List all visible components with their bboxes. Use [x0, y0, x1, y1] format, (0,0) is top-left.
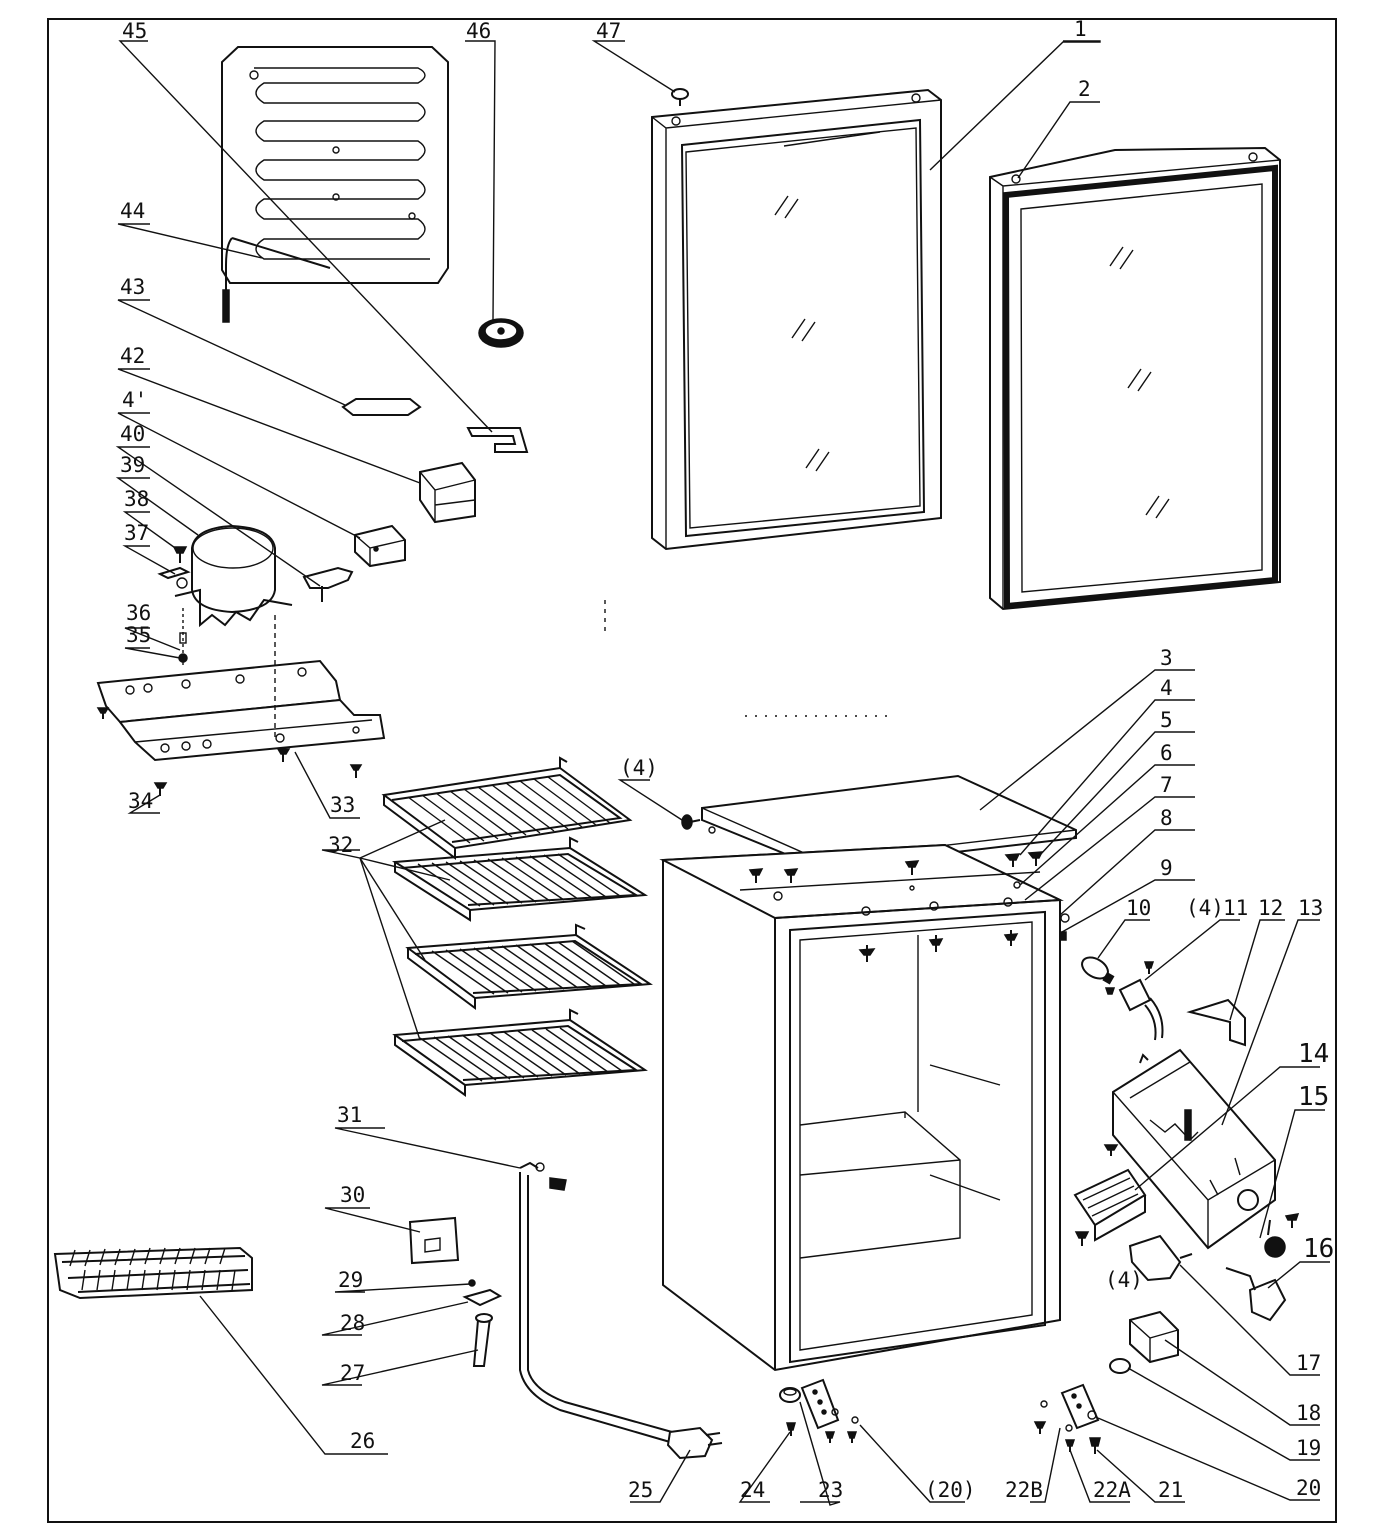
- leader-lines: [115, 40, 1330, 1506]
- part-31-ground: [519, 1161, 567, 1191]
- part-42-block: [419, 461, 476, 524]
- label-37: 37: [124, 521, 149, 545]
- label-47: 47: [596, 19, 621, 43]
- label-31: 31: [337, 1103, 362, 1127]
- label-8: 8: [1160, 806, 1173, 830]
- part-2-door-gasket: [989, 146, 1281, 611]
- part-4p-relay: [354, 524, 406, 568]
- label-22a: 22A: [1093, 1478, 1131, 1502]
- part-45-bracket: [466, 427, 529, 453]
- part-17-plug: [1128, 1234, 1193, 1282]
- part-33-base-bracket: [96, 608, 386, 762]
- part-30-bracket: [408, 1216, 460, 1265]
- label-20: 20: [1296, 1476, 1321, 1500]
- label-36: 36: [126, 601, 151, 625]
- label-18: 18: [1296, 1401, 1321, 1425]
- label-35: 35: [126, 623, 151, 647]
- label-2: 2: [1078, 77, 1091, 101]
- label-9: 9: [1160, 856, 1173, 880]
- label-21: 21: [1158, 1478, 1183, 1502]
- part-26-rack: [53, 1246, 253, 1300]
- part-18-block: [1129, 1310, 1179, 1364]
- part-43-pad: [341, 398, 422, 416]
- label-29: 29: [338, 1268, 363, 1292]
- label-4c: (4): [1105, 1268, 1143, 1292]
- part-12-cover: [1186, 998, 1246, 1047]
- label-38: 38: [124, 487, 149, 511]
- label-5: 5: [1160, 708, 1173, 732]
- label-11: 11: [1223, 896, 1248, 920]
- part-40-clip: [302, 566, 354, 602]
- label-10: 10: [1126, 896, 1151, 920]
- part-20-hinge: [1040, 1383, 1100, 1432]
- label-4p: 4': [122, 388, 147, 412]
- label-44: 44: [120, 199, 145, 223]
- part-14-socket: [1073, 1168, 1147, 1242]
- part-25-power-cord: [519, 1172, 723, 1460]
- label-22b: 22B: [1005, 1478, 1043, 1502]
- label-30: 30: [340, 1183, 365, 1207]
- label-3: 3: [1160, 646, 1173, 670]
- label-15: 15: [1298, 1082, 1329, 1112]
- label-14: 14: [1298, 1039, 1329, 1069]
- part-39-compressor: [174, 524, 293, 628]
- label-20b: (20): [925, 1478, 976, 1502]
- callout-labels: 1 2 3 4 5 6 7 8 9 10 (4) 11 12 13 14 15 …: [120, 17, 1334, 1502]
- label-16: 16: [1303, 1234, 1334, 1264]
- label-28: 28: [340, 1311, 365, 1335]
- label-4b: (4): [1186, 896, 1224, 920]
- diagram-border: [47, 18, 1337, 1523]
- part-15-knob: [1264, 1219, 1286, 1258]
- label-32: 32: [328, 833, 353, 857]
- label-45: 45: [122, 19, 147, 43]
- label-39: 39: [120, 453, 145, 477]
- part-20b-hinge: [800, 1378, 859, 1430]
- cabinet-top-screws: [748, 860, 1019, 962]
- small-fasteners-left: [157, 546, 191, 663]
- part-28-clamp: [462, 1288, 503, 1307]
- label-1: 1: [1074, 17, 1087, 41]
- part-11-thermostat: [1104, 961, 1164, 1041]
- label-40: 40: [120, 422, 145, 446]
- part-47-screw: [671, 88, 689, 106]
- label-7: 7: [1160, 773, 1173, 797]
- label-25: 25: [628, 1478, 653, 1502]
- part-27-grommet: [472, 1313, 493, 1367]
- part-32-shelves: [381, 756, 653, 1097]
- label-34: 34: [128, 789, 153, 813]
- label-43: 43: [120, 275, 145, 299]
- part-1-door: [651, 88, 942, 551]
- label-23: 23: [818, 1478, 843, 1502]
- label-27: 27: [340, 1361, 365, 1385]
- label-4a: (4): [620, 756, 658, 780]
- label-42: 42: [120, 344, 145, 368]
- label-12: 12: [1258, 896, 1283, 920]
- label-6: 6: [1160, 741, 1173, 765]
- part-23-foot: [779, 1387, 801, 1403]
- part-10-lamp: [1081, 956, 1115, 985]
- part-16-fan: [1225, 1267, 1287, 1322]
- label-17: 17: [1296, 1351, 1321, 1375]
- part-19-ring: [1109, 1358, 1131, 1374]
- label-24: 24: [740, 1478, 765, 1502]
- part-46-knob: [478, 318, 524, 348]
- label-26: 26: [350, 1429, 375, 1453]
- cabinet-body: [659, 843, 1064, 1372]
- label-13: 13: [1298, 896, 1323, 920]
- screw-4a: [681, 814, 701, 830]
- part-13-control-box: [1112, 1048, 1276, 1250]
- label-46: 46: [466, 19, 491, 43]
- label-4: 4: [1160, 676, 1173, 700]
- label-19: 19: [1296, 1436, 1321, 1460]
- label-33: 33: [330, 793, 355, 817]
- part-44-evaporator: [221, 46, 449, 323]
